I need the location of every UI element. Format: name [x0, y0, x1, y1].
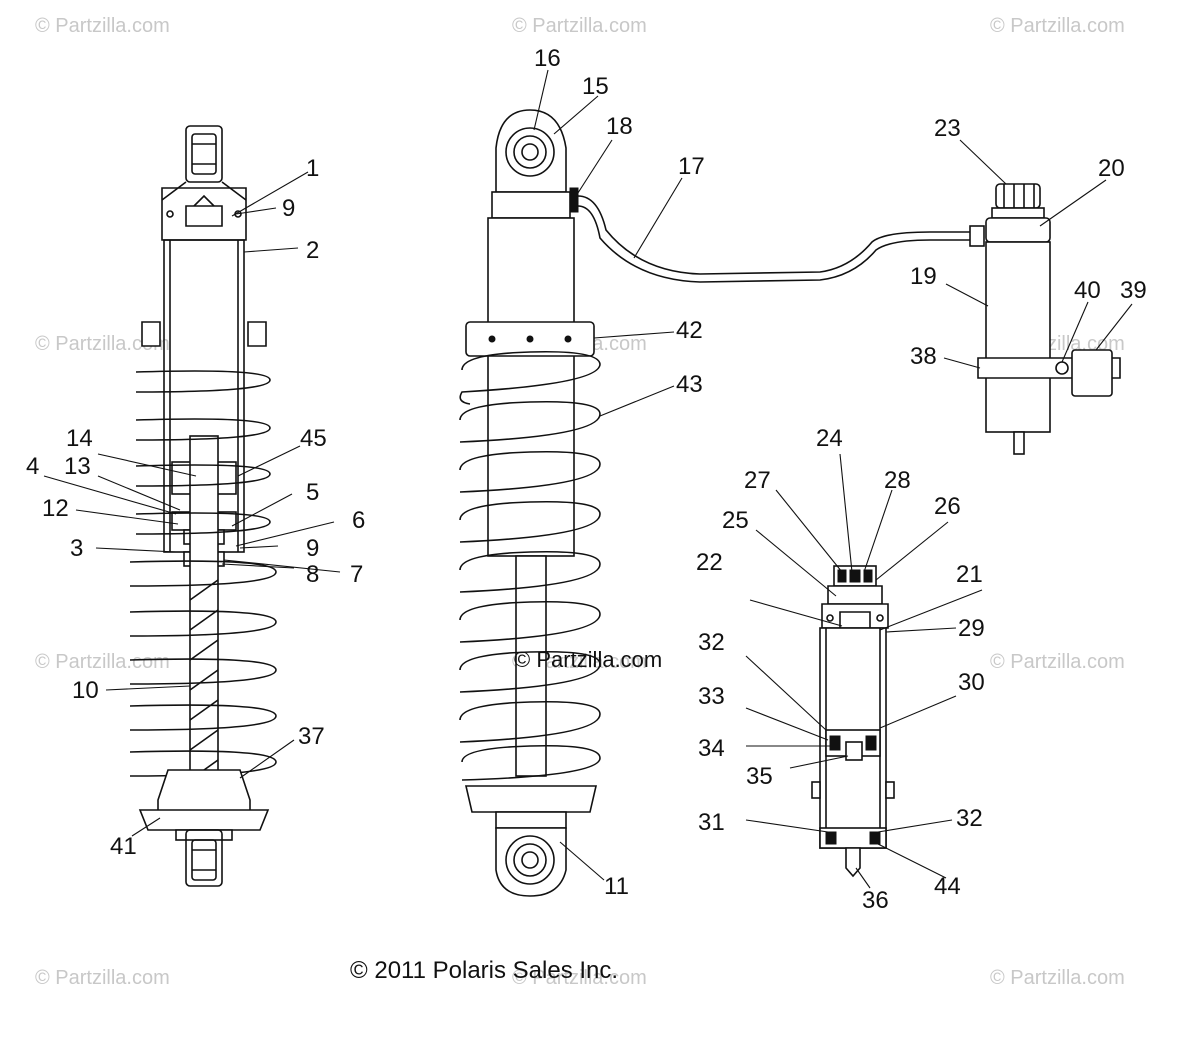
callout-7: 7 [350, 561, 363, 588]
lower-spring-seat [464, 785, 598, 813]
callout-15: 15 [582, 73, 609, 100]
callout-25: 25 [722, 507, 749, 534]
callout-44: 44 [934, 873, 961, 900]
callout-17: 17 [678, 153, 705, 180]
top-bushing [191, 133, 217, 175]
callout-9: 9 [282, 195, 295, 222]
callout-3: 3 [70, 535, 83, 562]
callout-36: 36 [862, 887, 889, 914]
reservoir-end-cap [985, 217, 1051, 243]
copyright-notice: © 2011 Polaris Sales Inc. [350, 957, 618, 984]
callout-12: 12 [42, 495, 69, 522]
callout-30: 30 [958, 669, 985, 696]
bottom-eyelet [185, 829, 223, 887]
callout-10: 10 [72, 677, 99, 704]
callout-35: 35 [746, 763, 773, 790]
callout-11: 11 [604, 873, 629, 900]
callout-32: 32 [698, 629, 725, 656]
left-shock-cutaway [129, 125, 277, 887]
body-cap [161, 187, 247, 241]
watermark: © Partzilla.com [990, 651, 1125, 673]
callout-24: 24 [816, 425, 843, 452]
watermark: © Partzilla.com [990, 15, 1125, 37]
callout-37: 37 [298, 723, 325, 750]
callout-14: 14 [66, 425, 93, 452]
callout-23: 23 [934, 115, 961, 142]
reservoir-cutaway [811, 565, 895, 878]
center-shock-assembly [459, 109, 601, 897]
callout-32b: 32 [956, 805, 983, 832]
callout-4: 4 [26, 453, 39, 480]
valve-stem [845, 847, 861, 878]
watermark: © Partzilla.com [35, 967, 170, 989]
callout-labels: 1 2 9 14 45 4 13 5 12 6 3 9 7 8 10 37 41… [26, 45, 1147, 914]
callout-13: 13 [64, 453, 91, 480]
top-eyelet-housing [495, 109, 567, 193]
eyelet-bushing [505, 127, 555, 177]
callout-9b: 9 [306, 535, 319, 562]
callout-34: 34 [698, 735, 725, 762]
callout-16: 16 [534, 45, 561, 72]
callout-31: 31 [698, 809, 725, 836]
callout-1: 1 [306, 155, 319, 182]
callout-41: 41 [110, 833, 137, 860]
callout-21: 21 [956, 561, 983, 588]
callout-18: 18 [606, 113, 633, 140]
watermark: © Partzilla.com [512, 15, 647, 37]
callout-28: 28 [884, 467, 911, 494]
callout-38: 38 [910, 343, 937, 370]
leader-lines [43, 69, 1133, 889]
watermark: © Partzilla.com [35, 333, 170, 355]
callout-33: 33 [698, 683, 725, 710]
callout-26: 26 [934, 493, 961, 520]
callout-39: 39 [1120, 277, 1147, 304]
callout-6: 6 [352, 507, 365, 534]
watermark: © Partzilla.com [35, 651, 170, 673]
callout-20: 20 [1098, 155, 1125, 182]
watermark: © Partzilla.com [990, 967, 1125, 989]
callout-43: 43 [676, 371, 703, 398]
center-watermark: © Partzilla.com [514, 647, 662, 672]
callout-27: 27 [744, 467, 771, 494]
callout-29: 29 [958, 615, 985, 642]
callout-40: 40 [1074, 277, 1101, 304]
top-eyelet [185, 125, 223, 183]
main-spring [459, 350, 601, 781]
callout-8: 8 [306, 561, 319, 588]
callout-22: 22 [696, 549, 723, 576]
watermark: © Partzilla.com [512, 967, 647, 989]
callout-19: 19 [910, 263, 937, 290]
callout-2: 2 [306, 237, 319, 264]
watermark: © Partzilla.com [35, 15, 170, 37]
callout-45: 45 [300, 425, 327, 452]
reservoir-hose [577, 195, 985, 283]
hose-fitting [569, 187, 579, 213]
callout-5: 5 [306, 479, 319, 506]
reservoir-body [985, 241, 1051, 433]
reservoir-assembly [977, 183, 1121, 455]
shaft [515, 555, 547, 777]
callout-42: 42 [676, 317, 703, 344]
